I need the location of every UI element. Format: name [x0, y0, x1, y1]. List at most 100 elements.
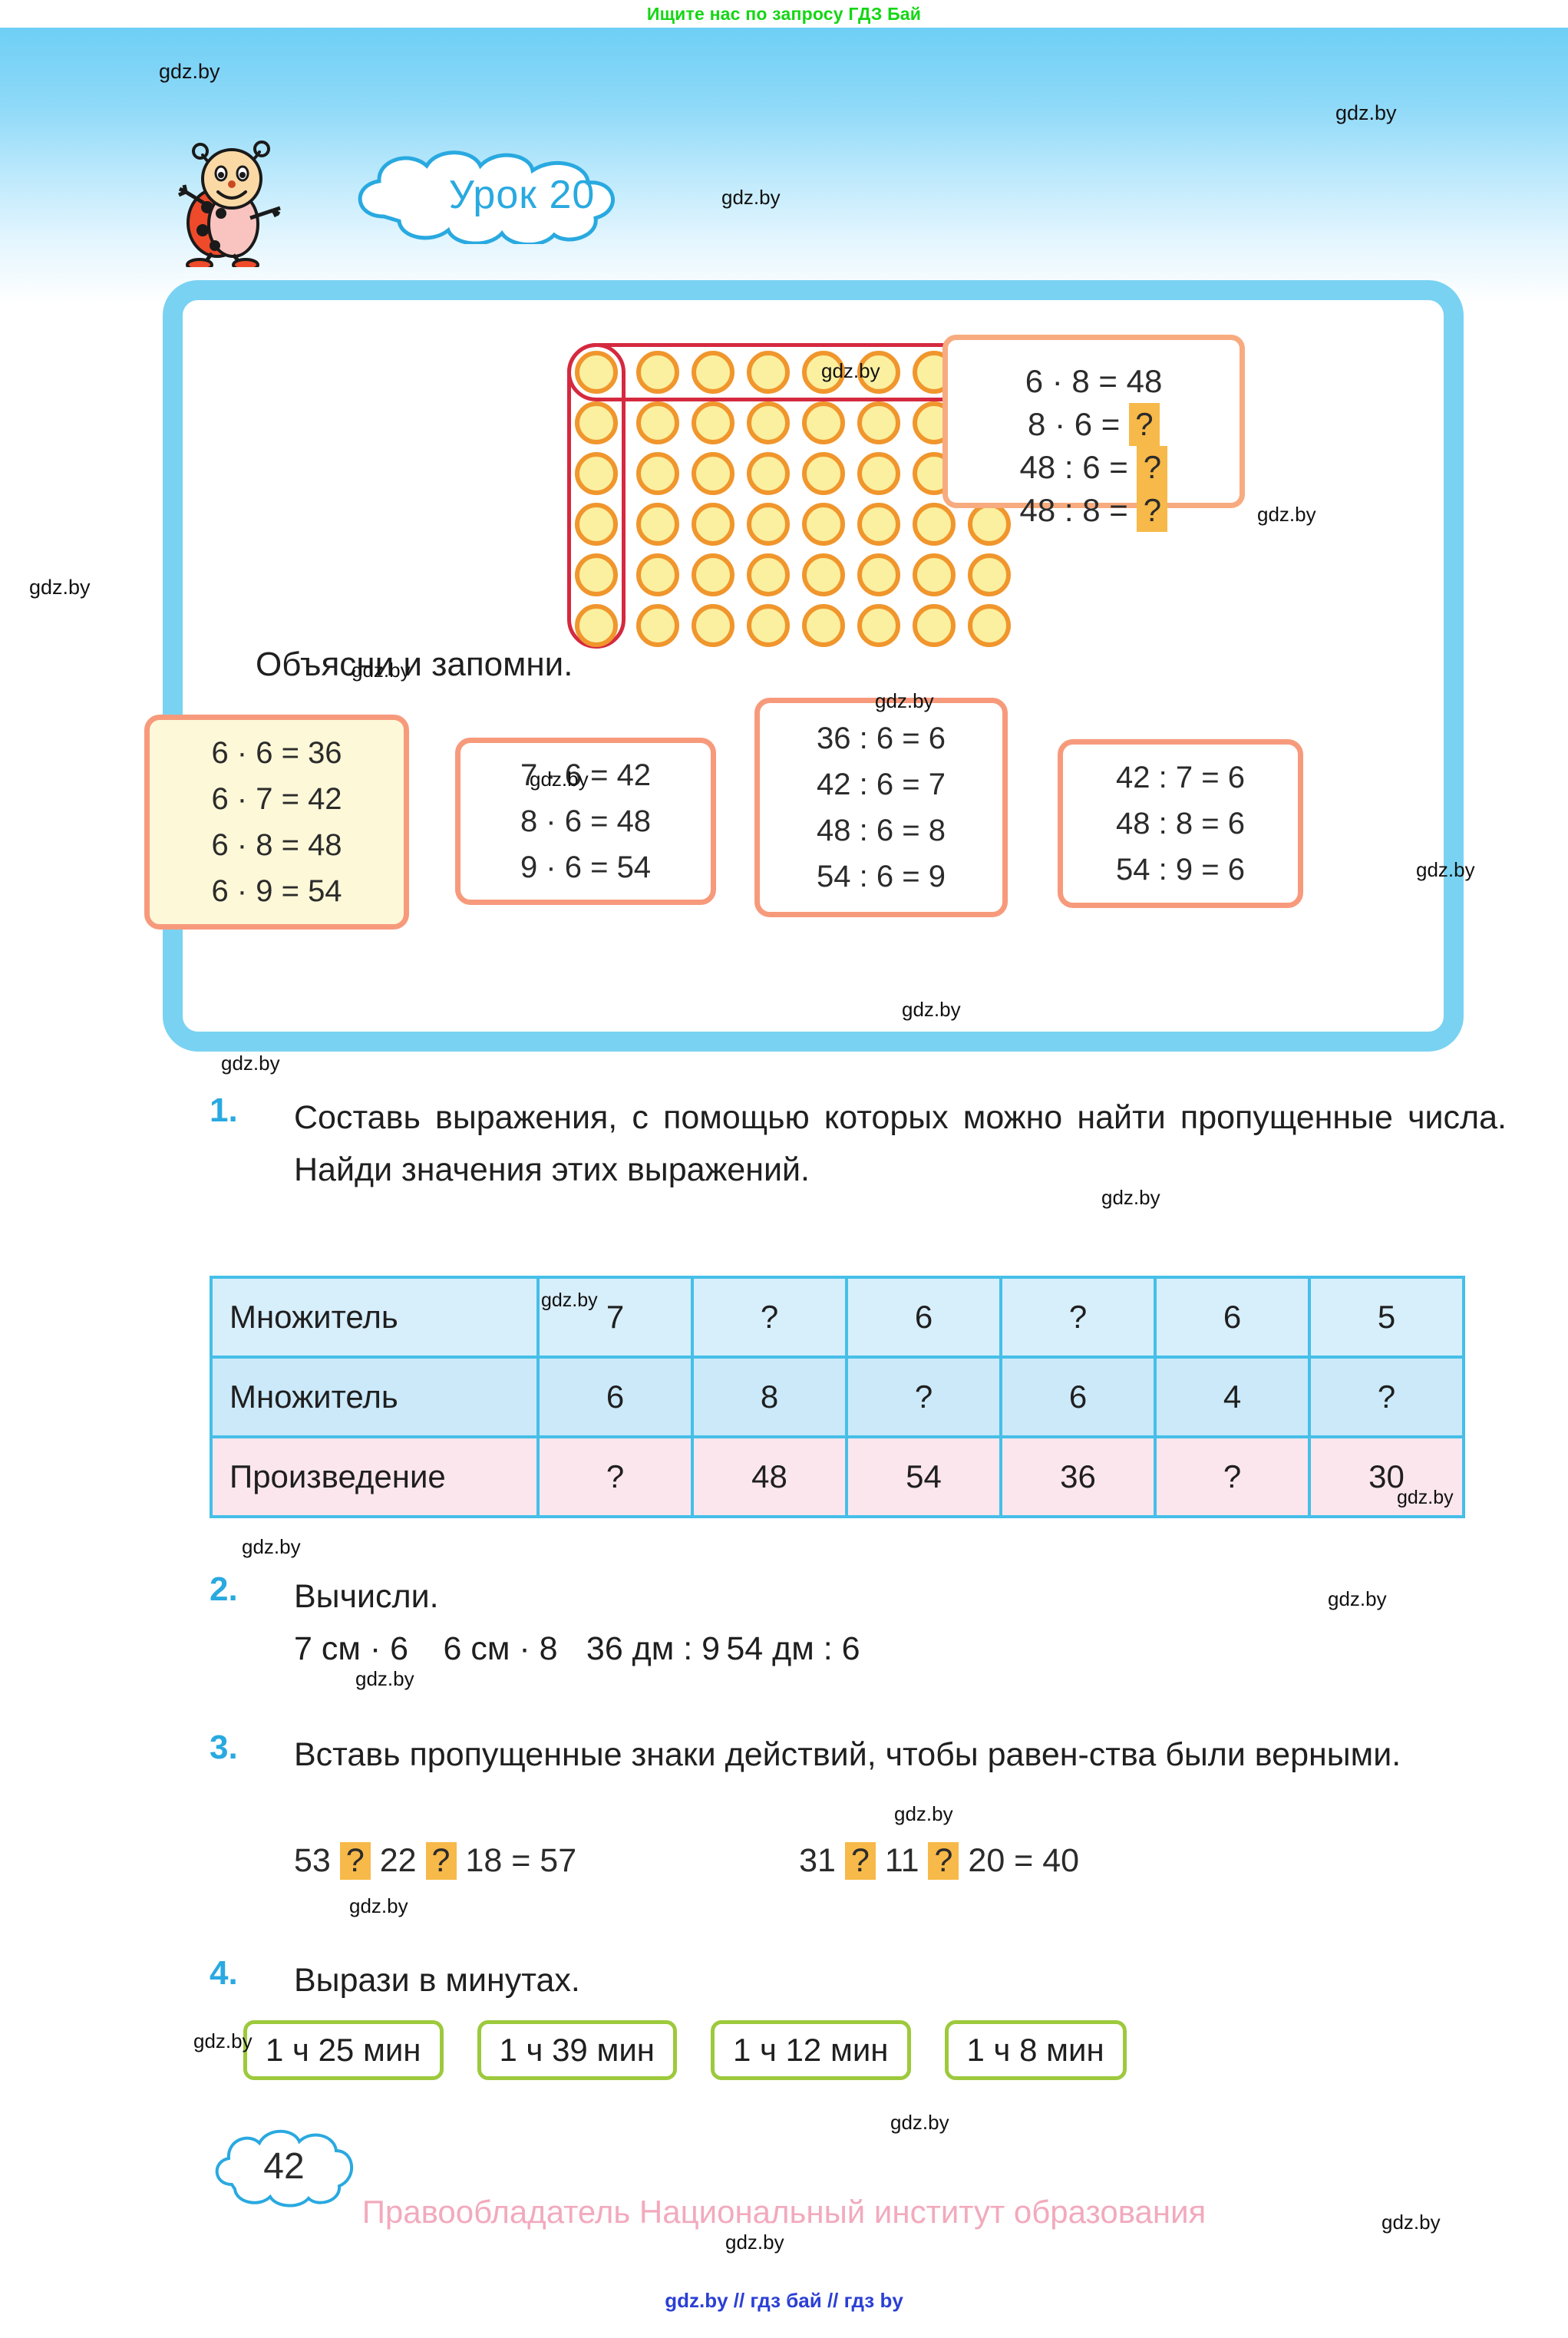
promo-banner: Ищите нас по запросу ГДЗ Бай	[0, 0, 1568, 28]
task-4-title: Вырази в минутах.	[294, 1962, 580, 1999]
counter-dot	[692, 553, 734, 596]
site-watermark: gdz.by	[159, 60, 220, 83]
explain-heading: Объясни и запомни.	[256, 646, 573, 683]
sign-equation: 53 ? 22 ? 18 = 57	[294, 1842, 576, 1880]
equation-line: 8 · 6 = ?	[948, 403, 1240, 446]
memory-equation: 48 : 6 = 8	[817, 814, 946, 847]
memory-equation: 54 : 6 = 9	[817, 860, 946, 893]
equation-fragment: 11	[875, 1842, 929, 1879]
equation-line: 48 : 6 = ?	[948, 446, 1240, 489]
counter-dot	[747, 452, 790, 495]
task-1-number: 1.	[210, 1091, 238, 1129]
memory-equation: 8 · 6 = 48	[520, 804, 652, 838]
counter-dot	[802, 351, 845, 394]
site-watermark: gdz.by	[1328, 1587, 1387, 1610]
equation-left: 48 : 6 =	[1019, 449, 1137, 485]
table-cell-unknown: ?	[1154, 1435, 1311, 1518]
missing-sign-placeholder: ?	[844, 1842, 876, 1880]
equation-fragment: 22	[370, 1842, 426, 1879]
missing-sign-placeholder: ?	[425, 1842, 457, 1880]
counter-dot	[968, 604, 1011, 647]
equation-fragment: 18 = 57	[456, 1842, 577, 1879]
ladybug-mascot-icon	[177, 140, 281, 267]
counter-dot	[692, 503, 734, 546]
site-watermark: gdz.by	[29, 576, 91, 599]
counter-dot	[802, 553, 845, 596]
promo-banner-text: Ищите нас по запросу ГДЗ Бай	[646, 4, 922, 24]
task-4-number: 4.	[210, 1954, 238, 1992]
task-3-title: Вставь пропущенные знаки действий, чтобы…	[294, 1736, 1401, 1773]
counter-dot	[636, 604, 679, 647]
memory-equation: 6 · 8 = 48	[211, 828, 342, 862]
site-watermark: gdz.by	[890, 2111, 949, 2134]
site-watermark: gdz.by	[1381, 2211, 1441, 2234]
counter-dot	[747, 604, 790, 647]
counter-dot	[913, 503, 956, 546]
dot-array-illustration	[378, 323, 1011, 649]
counter-dot	[802, 452, 845, 495]
counter-dot	[575, 604, 618, 647]
counter-dot	[802, 503, 845, 546]
table-cell: 30	[1308, 1435, 1465, 1518]
site-watermark: gdz.by	[1257, 503, 1316, 526]
equation-result: 48	[1126, 363, 1163, 399]
counter-dot	[575, 553, 618, 596]
counter-dot	[575, 351, 618, 394]
table-cell: 6	[999, 1356, 1157, 1438]
memory-card-1: 6 · 6 = 36 6 · 7 = 42 6 · 8 = 48 6 · 9 = 54	[144, 715, 409, 930]
missing-sign-placeholder: ?	[928, 1842, 959, 1880]
task-2-expression: 36 дм : 9	[586, 1630, 721, 1667]
memory-equation: 6 · 7 = 42	[211, 782, 342, 816]
equation-line: 6 · 8 = 48	[948, 360, 1240, 403]
memory-equation: 6 · 9 = 54	[211, 874, 342, 908]
time-value-box: 1 ч 25 мин	[243, 2020, 444, 2080]
table-cell-unknown: ?	[845, 1356, 1002, 1438]
equation-fragment: 20 = 40	[959, 1842, 1080, 1879]
equation-fragment: 31	[799, 1842, 845, 1879]
site-watermark: gdz.by	[721, 186, 781, 209]
site-links[interactable]: gdz.by // гдз бай // гдз by	[665, 2289, 903, 2312]
counter-dot	[575, 503, 618, 546]
memory-equation: 48 : 8 = 6	[1116, 807, 1245, 840]
task-3-number: 3.	[210, 1729, 238, 1766]
sky-gradient-background	[0, 28, 1568, 304]
counter-dot	[913, 604, 956, 647]
counter-dot	[636, 553, 679, 596]
counter-dot	[802, 401, 845, 444]
task-2-expressions: 7 см · 6 6 см · 8 36 дм : 9 54 дм : 6	[294, 1630, 1507, 1668]
counter-dot	[857, 452, 900, 495]
counter-dot	[575, 401, 618, 444]
memory-equation: 6 · 6 = 36	[211, 736, 342, 770]
counter-dot	[692, 401, 734, 444]
counter-dot	[636, 351, 679, 394]
lesson-title-cloud	[358, 150, 615, 244]
equation-line: 48 : 8 = ?	[948, 489, 1240, 532]
task-2-expression: 7 см · 6	[294, 1630, 409, 1667]
site-watermark: gdz.by	[355, 1667, 414, 1690]
time-value-box: 1 ч 12 мин	[711, 2020, 911, 2080]
equation-fragment: 53	[294, 1842, 340, 1879]
table-row-label: Произведение	[210, 1435, 540, 1518]
site-watermark: gdz.by	[221, 1052, 280, 1075]
memory-equation: 54 : 9 = 6	[1116, 853, 1245, 887]
site-watermark: gdz.by	[352, 659, 411, 682]
unknown-placeholder: ?	[1128, 403, 1160, 446]
site-watermark: gdz.by	[725, 2231, 784, 2254]
counter-dot	[747, 503, 790, 546]
table-cell-unknown: ?	[691, 1276, 848, 1359]
table-cell: 6	[845, 1276, 1002, 1359]
counter-dot	[636, 401, 679, 444]
counter-dot	[857, 604, 900, 647]
table-cell: 6	[536, 1356, 694, 1438]
table-cell: 4	[1154, 1356, 1311, 1438]
counter-dot	[692, 452, 734, 495]
counter-dot	[575, 452, 618, 495]
equation-left: 48 : 8 =	[1019, 492, 1137, 528]
site-watermark: gdz.by	[1416, 858, 1475, 881]
counter-dot	[857, 351, 900, 394]
